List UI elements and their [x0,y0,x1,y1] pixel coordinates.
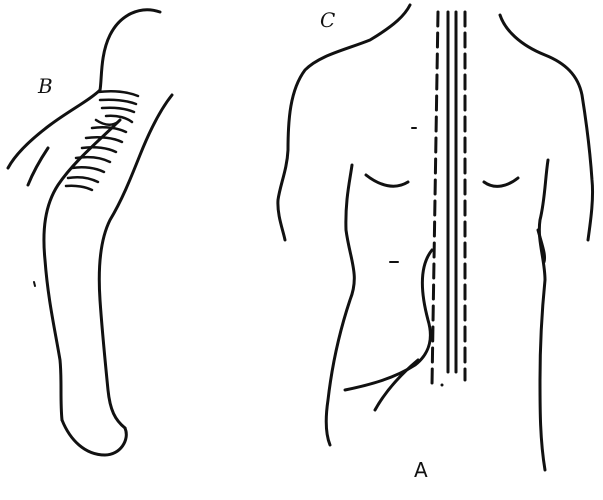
figure-c-spine-lines [432,12,465,385]
figure-c-marks [34,128,416,286]
label-a: A [414,458,428,482]
label-b: B [38,74,53,98]
figure-c-outline [278,5,593,470]
figure-b-outline [8,10,172,455]
label-c: C [320,8,335,32]
